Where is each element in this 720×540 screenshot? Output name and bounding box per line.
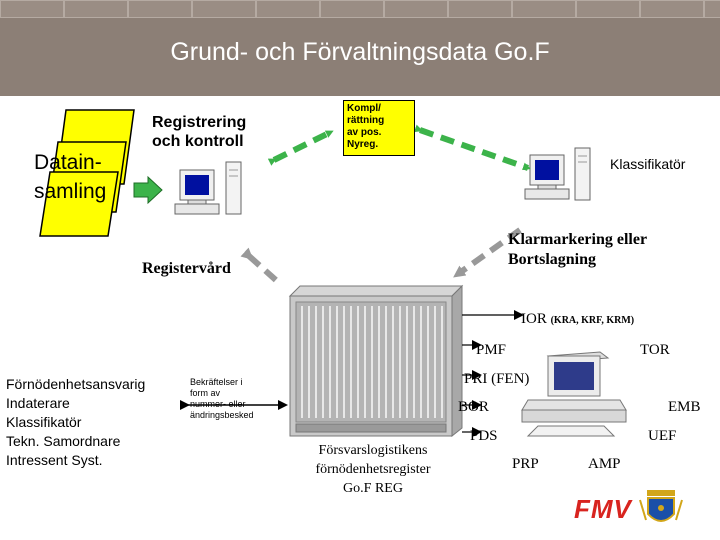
system-bor: BOR (458, 399, 489, 415)
caption-line2: förnödenhetsregister (315, 462, 431, 477)
edge-registration-note (267, 129, 334, 166)
document-stack-icon (39, 109, 135, 237)
system-emb: EMB (668, 399, 701, 415)
message-line1: Bekräftelser i (190, 377, 243, 387)
registration-line2: och kontroll (152, 133, 244, 150)
desktop-computer-icon (521, 351, 627, 437)
clearance-line2: Bortslagning (508, 251, 597, 268)
computer-icon-classifier (524, 147, 591, 201)
ior-label: IOR (KRA, KRF, KRM) (521, 311, 634, 328)
registration-line1: Registrering (152, 114, 247, 131)
note-line2: rättning (347, 115, 385, 126)
classifier-label: Klassifikatör (610, 156, 686, 172)
message-line4: ändringsbesked (190, 410, 254, 420)
note-line1: Kompl/ (347, 103, 381, 114)
system-arrows (462, 310, 524, 437)
role-item: Indaterare (6, 395, 70, 411)
system-uef: UEF (648, 428, 677, 444)
role-list: Förnödenhetsansvarig Indaterare Klassifi… (6, 375, 145, 470)
note-line4: Nyreg. (347, 139, 379, 150)
role-item: Tekn. Samordnare (6, 433, 121, 449)
system-pds: PDS (470, 428, 498, 444)
registration-label: Registrering och kontroll (152, 113, 246, 151)
computer-icon-registration (174, 161, 242, 215)
clearance-line1: Klarmarkering eller (508, 231, 648, 248)
role-item: Klassifikatör (6, 414, 82, 430)
register-caption: Försvarslogistikens förnödenhetsregister… (298, 441, 448, 498)
register-care-label: Registervård (142, 260, 231, 277)
server-rack-icon (288, 284, 464, 438)
ior-main: IOR (521, 311, 547, 327)
page-title: Grund- och Förvaltningsdata Go.F (170, 38, 550, 66)
data-collection-line2: samling (34, 180, 107, 203)
edge-clearance (453, 227, 522, 278)
system-pri: PRI (FEN) (464, 371, 530, 387)
system-prp: PRP (512, 456, 539, 472)
note-line3: av pos. (347, 127, 382, 138)
system-pmf: PMF (476, 342, 507, 358)
correction-note: Kompl/ rättning av pos. Nyreg. (343, 100, 415, 156)
fmv-logo: FMV (574, 494, 632, 524)
ior-detail: (KRA, KRF, KRM) (550, 315, 635, 326)
clearance-label: Klarmarkering eller Bortslagning (508, 230, 647, 270)
system-amp: AMP (588, 456, 621, 472)
system-tor: TOR (640, 342, 670, 358)
input-arrow (133, 175, 163, 205)
caption-line3: Go.F REG (343, 481, 403, 496)
caption-line1: Försvarslogistikens (318, 443, 428, 458)
message-line2: form av (190, 388, 221, 398)
coat-of-arms-icon (639, 490, 683, 522)
role-item: Intressent Syst. (6, 452, 103, 468)
edge-register-care (240, 247, 281, 285)
message-line3: nummer- eller (190, 399, 246, 409)
data-collection-label: Datain- samling (34, 148, 106, 206)
edge-note-classifier (413, 124, 531, 171)
banner-grid (0, 0, 720, 20)
data-collection-line1: Datain- (34, 151, 102, 174)
role-item: Förnödenhetsansvarig (6, 376, 146, 392)
confirmation-message: Bekräftelser i form av nummer- eller änd… (190, 377, 280, 421)
